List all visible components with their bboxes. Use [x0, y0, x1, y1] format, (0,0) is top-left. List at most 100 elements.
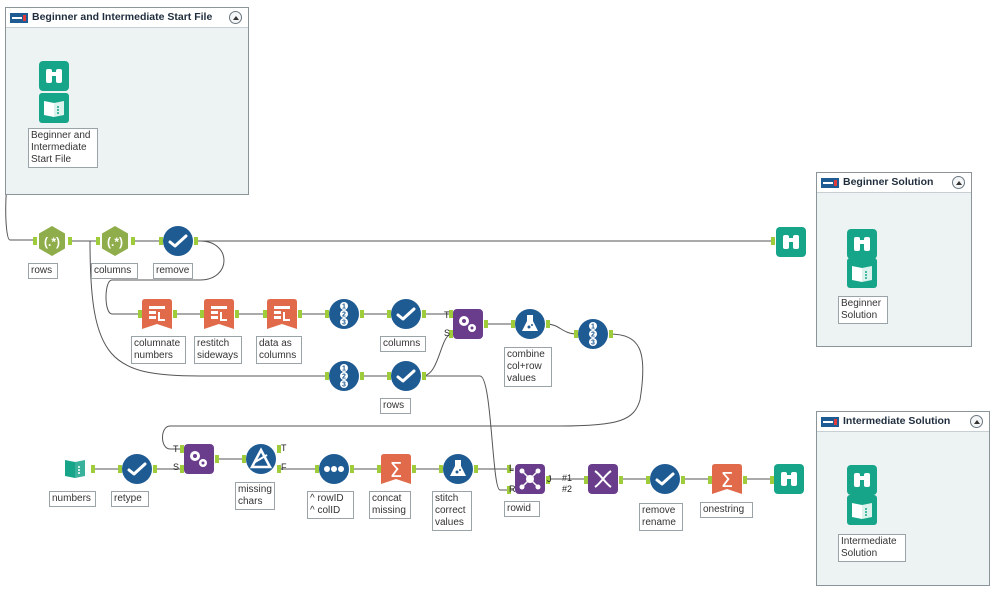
regex-tool-columns[interactable]: (.*) [99, 225, 131, 257]
connection-anchor[interactable] [242, 455, 246, 463]
connection-line[interactable] [422, 375, 514, 491]
connection-anchor[interactable] [743, 476, 747, 484]
anchor-l: L [509, 463, 515, 473]
connection-anchor[interactable] [194, 237, 198, 245]
regex-tool-rows[interactable]: (.*) [36, 225, 68, 257]
input-tool-numbers[interactable] [59, 453, 91, 485]
connection-anchor[interactable] [315, 465, 319, 473]
connection-anchor[interactable] [412, 465, 416, 473]
connection-line[interactable] [421, 333, 453, 377]
input-tool-intermediate[interactable] [846, 494, 878, 526]
browse-tool-intermediate[interactable] [846, 464, 878, 496]
connection-anchor[interactable] [180, 445, 184, 453]
connection-anchor[interactable] [574, 330, 578, 338]
connection-anchor[interactable] [646, 476, 650, 484]
connection-anchor[interactable] [91, 465, 95, 473]
summarize-tool-concat[interactable]: Σ [380, 453, 412, 485]
connection-anchor[interactable] [422, 372, 426, 380]
select-tool-remove[interactable] [162, 225, 194, 257]
connection-anchor[interactable] [387, 310, 391, 318]
label-rows-top: rows [28, 263, 58, 279]
crosstab-tool-restitch[interactable] [203, 298, 235, 330]
select-tool-columns[interactable] [390, 298, 422, 330]
browse-tool-beginner[interactable] [846, 228, 878, 260]
select-tool-retype[interactable] [121, 453, 153, 485]
connection-anchor[interactable] [474, 465, 478, 473]
join-tool-rowid[interactable] [514, 463, 546, 495]
connection-anchor[interactable] [708, 476, 712, 484]
anchor-s: S [173, 462, 180, 472]
connection-anchor[interactable] [771, 237, 775, 245]
connection-line[interactable] [105, 240, 225, 315]
text-to-columns-tool-columnate[interactable] [141, 298, 173, 330]
collapse-button[interactable] [229, 11, 242, 24]
connection-anchor[interactable] [377, 465, 381, 473]
select-tool-remove-rename[interactable] [649, 463, 681, 495]
connection-anchor[interactable] [200, 310, 204, 318]
input-tool-start-file[interactable] [38, 92, 70, 124]
connection-anchor[interactable] [546, 320, 550, 328]
input-tool-beginner[interactable] [846, 257, 878, 289]
formula-tool-stitch[interactable] [442, 453, 474, 485]
connection-anchor[interactable] [96, 237, 100, 245]
connection-anchor[interactable] [387, 372, 391, 380]
connection-anchor[interactable] [770, 476, 774, 484]
connection-anchor[interactable] [131, 237, 135, 245]
connection-anchor[interactable] [263, 310, 267, 318]
connection-anchor[interactable] [360, 372, 364, 380]
connection-anchor[interactable] [277, 465, 281, 473]
multi-row-tool-ids[interactable] [318, 453, 350, 485]
connection-anchor[interactable] [511, 320, 515, 328]
select-tool-rows[interactable] [390, 360, 422, 392]
connection-anchor[interactable] [439, 465, 443, 473]
browse-tool-start-file[interactable] [38, 60, 70, 92]
connection-anchor[interactable] [681, 476, 685, 484]
connection-anchor[interactable] [159, 237, 163, 245]
connection-anchor[interactable] [507, 465, 511, 473]
connection-anchor[interactable] [180, 465, 184, 473]
collapse-button[interactable] [952, 176, 965, 189]
connection-anchor[interactable] [325, 310, 329, 318]
connection-anchor[interactable] [118, 465, 122, 473]
connection-anchor[interactable] [173, 310, 177, 318]
connection-line[interactable] [545, 323, 578, 335]
connection-anchor[interactable] [449, 330, 453, 338]
connection-anchor[interactable] [325, 372, 329, 380]
connection-line[interactable] [162, 333, 644, 450]
connection-anchor[interactable] [546, 476, 550, 484]
browse-tool-final[interactable] [773, 463, 805, 495]
connection-line[interactable] [89, 240, 328, 377]
browse-tool-output[interactable] [775, 226, 807, 258]
connection-anchor[interactable] [507, 486, 511, 494]
collapse-button[interactable] [970, 415, 983, 428]
formula-tool-combine[interactable] [514, 308, 546, 340]
connection-anchor[interactable] [153, 465, 157, 473]
connection-anchor[interactable] [68, 237, 72, 245]
connection-anchor[interactable] [215, 455, 219, 463]
connection-anchor[interactable] [350, 465, 354, 473]
connection-anchor[interactable] [235, 310, 239, 318]
connection-anchor[interactable] [422, 310, 426, 318]
connection-anchor[interactable] [33, 237, 37, 245]
append-tool-combine[interactable] [452, 308, 484, 340]
connection-anchor[interactable] [609, 330, 613, 338]
chevron-up-icon [974, 420, 980, 424]
connection-anchor[interactable] [584, 476, 588, 484]
connection-anchor[interactable] [619, 476, 623, 484]
connection-anchor[interactable] [138, 310, 142, 318]
text-to-columns-tool-data[interactable] [266, 298, 298, 330]
filter-tool-missing-chars[interactable] [245, 443, 277, 475]
label-missing-chars: missing chars [235, 482, 275, 510]
connection-anchor[interactable] [298, 310, 302, 318]
append-tool-missing[interactable] [183, 443, 215, 475]
connection-anchor[interactable] [360, 310, 364, 318]
connection-anchor[interactable] [449, 310, 453, 318]
connection-anchor[interactable] [484, 320, 488, 328]
dynamic-rename-tool[interactable] [587, 463, 619, 495]
summarize-tool-onestring[interactable]: Σ [711, 463, 743, 495]
connection-anchor[interactable] [277, 445, 281, 453]
